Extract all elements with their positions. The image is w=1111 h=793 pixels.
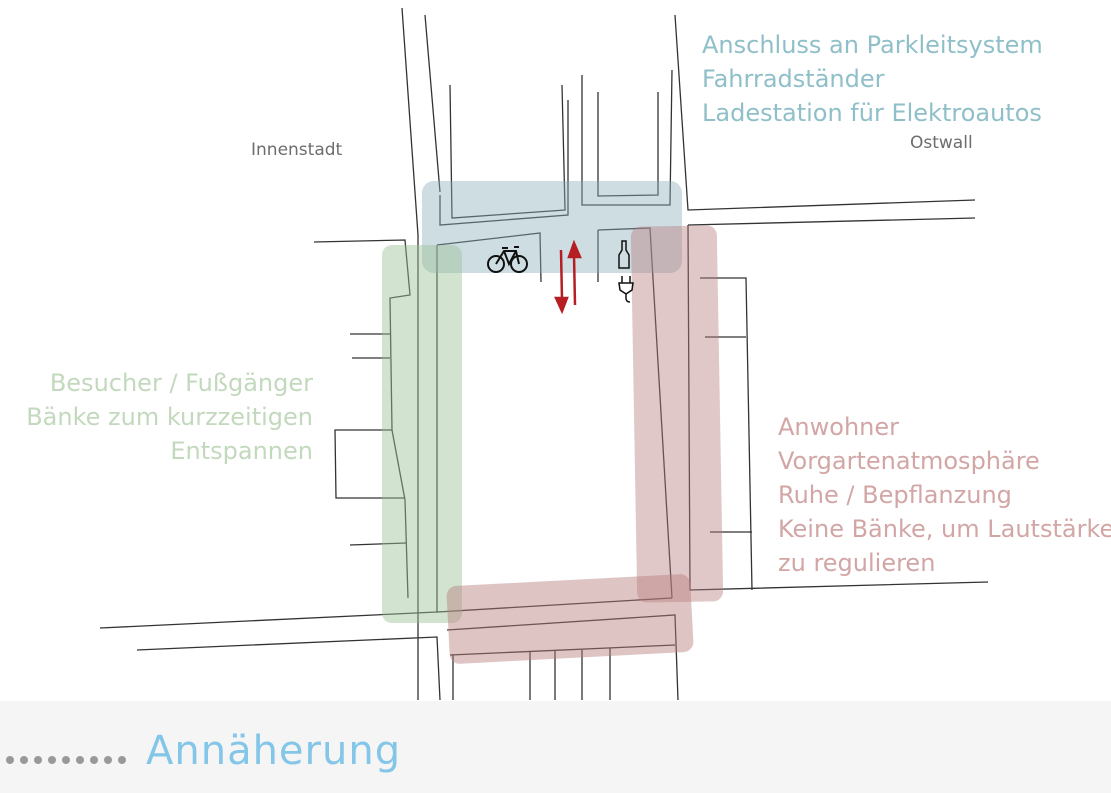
- green-zone-line: Entspannen: [170, 437, 313, 465]
- pink-zone-line: zu regulieren: [778, 549, 936, 577]
- blue-zone-line: Anschluss an Parkleitsystem: [702, 31, 1043, 59]
- blue-zone-line: Ladestation für Elektroautos: [702, 99, 1042, 127]
- pink-zone-highlight-right: [630, 225, 724, 603]
- green-zone-line: Besucher / Fußgänger: [49, 369, 313, 397]
- label-innenstadt: Innenstadt: [251, 140, 343, 160]
- green-zone-highlight: [382, 245, 462, 623]
- footer-bar: [0, 701, 1111, 793]
- blue-zone-line: Fahrradständer: [702, 65, 885, 93]
- pink-zone-line: Vorgartenatmosphäre: [778, 447, 1040, 475]
- pink-zone-line: Keine Bänke, um Lautstärke: [778, 515, 1111, 543]
- plug-icon: [618, 276, 634, 303]
- dotted-leader: [6, 756, 126, 764]
- two-way-arrow-icon: [554, 239, 582, 315]
- pink-zone-line: Anwohner: [778, 413, 899, 441]
- street-lines: [99, 7, 989, 700]
- section-title: Annäherung: [146, 728, 402, 774]
- pink-zone-highlight-bottom: [446, 574, 694, 664]
- pink-zone-line: Ruhe / Bepflanzung: [778, 481, 1012, 509]
- green-zone-line: Bänke zum kurzzeitigen: [26, 403, 313, 431]
- bottle-icon: [618, 240, 630, 269]
- site-plan: [99, 7, 989, 700]
- blue-zone-highlight: [422, 181, 682, 273]
- bicycle-icon: [487, 246, 528, 273]
- label-ostwall: Ostwall: [910, 133, 973, 153]
- pink-zone-text: Anwohner Vorgartenatmosphäre Ruhe / Bepf…: [778, 410, 1111, 580]
- blue-zone-text: Anschluss an Parkleitsystem Fahrradständ…: [702, 28, 1043, 130]
- green-zone-text: Besucher / Fußgänger Bänke zum kurzzeiti…: [26, 366, 313, 468]
